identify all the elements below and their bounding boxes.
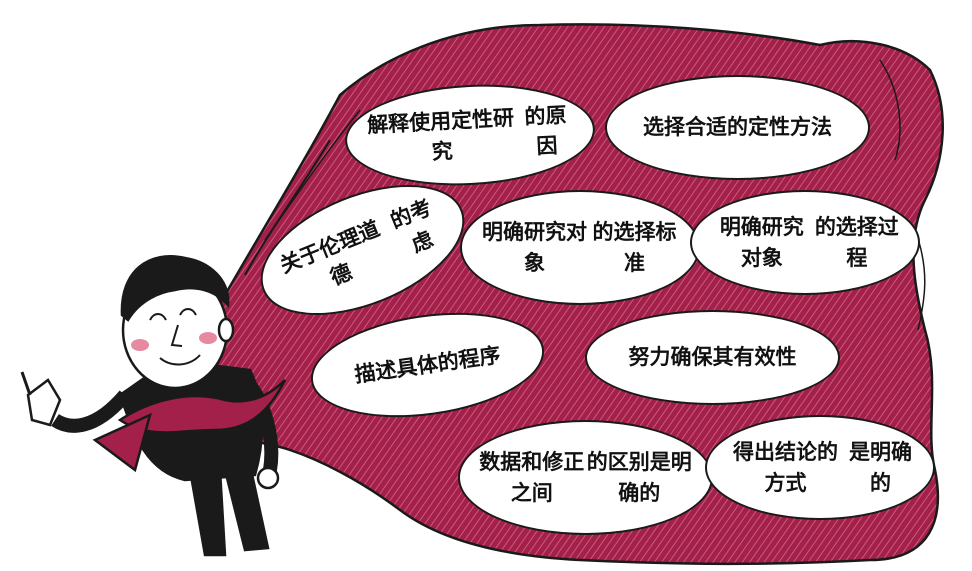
bubble-line: 得出结论的方式: [732, 440, 838, 495]
bubble-line: 的原因: [523, 102, 568, 159]
bubble-line: 描述具体的程序: [353, 342, 502, 387]
bubble-line: 解释使用定性研究: [366, 105, 515, 165]
bubble-conclusion-method: 得出结论的方式 是明确的: [705, 415, 935, 520]
bubble-data-vs-revision: 数据和修正之间 的区别是明确的: [458, 420, 713, 535]
bubble-line: 明确研究对象: [482, 220, 588, 275]
bubble-line: 明确研究对象: [719, 215, 804, 270]
bubble-selection-criteria: 明确研究对象 的选择标准: [460, 190, 700, 305]
bubble-line: 的选择标准: [592, 220, 677, 275]
bubble-line: 的区别是明确的: [586, 450, 692, 505]
bubble-ensure-validity: 努力确保其有效性: [585, 310, 840, 405]
bubble-line: 选择合适的定性方法: [643, 115, 832, 140]
man-figure: [20, 255, 287, 557]
bubble-line: 是明确的: [848, 440, 912, 495]
bubble-choose-method: 选择合适的定性方法: [605, 75, 870, 180]
bubble-line: 努力确保其有效性: [628, 345, 797, 370]
bubble-line: 数据和修正之间: [479, 450, 585, 505]
bubble-selection-process: 明确研究对象 的选择过程: [690, 190, 920, 295]
bubble-line: 的选择过程: [814, 215, 899, 270]
